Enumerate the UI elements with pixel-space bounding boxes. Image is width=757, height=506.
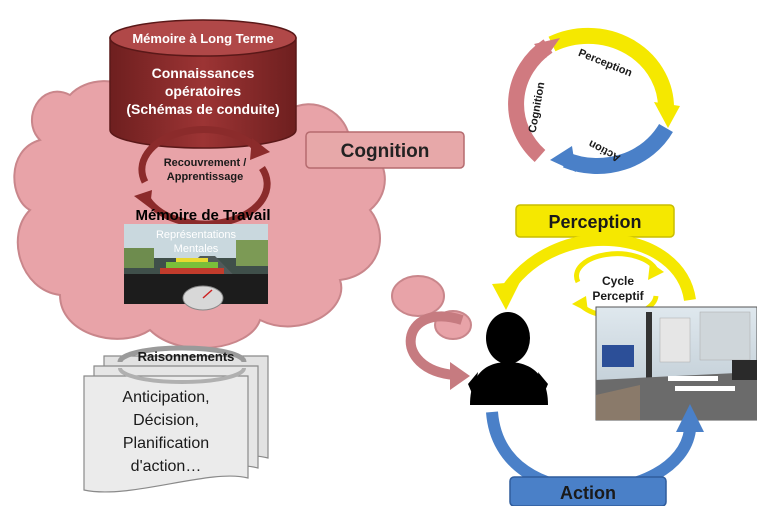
cognition-to-person-arrow	[405, 311, 470, 390]
cognition-label-box: Cognition	[305, 131, 465, 169]
perceptive-cycle-line2: Perceptif	[592, 289, 644, 303]
small-cycle-cognition-arrowhead	[534, 38, 560, 58]
long-term-memory-cylinder: Mémoire à Long Terme Connaissances opéra…	[109, 19, 297, 149]
small-cycle-perception-arrowhead	[654, 102, 680, 128]
recovery-loop: Recouvrement / Apprentissage	[134, 126, 271, 228]
reasoning-documents: Raisonnements Anticipation, Décision, Pl…	[83, 345, 269, 493]
perception-arc	[492, 233, 696, 310]
small-cycle-cognition-label: Cognition	[527, 81, 548, 134]
cognition-cloud	[13, 74, 472, 350]
reasoning-line2: Décision,	[133, 412, 199, 429]
person-silhouette	[468, 312, 548, 405]
reasoning-title: Raisonnements	[138, 349, 235, 364]
reasoning-line3: Planification	[123, 435, 209, 452]
working-memory-overlay-line1: Représentations	[156, 229, 237, 241]
action-label-box: Action	[509, 476, 667, 506]
reasoning-line1: Anticipation,	[122, 389, 209, 406]
recovery-arrowhead-top	[250, 138, 270, 160]
reasoning-line4: d'action…	[131, 458, 202, 475]
action-label: Action	[560, 483, 616, 503]
small-cycle-action-arrowhead	[550, 146, 576, 172]
cognition-label: Cognition	[341, 141, 430, 162]
small-cycle: Perception Action Cognition	[508, 27, 680, 174]
recovery-line1: Recouvrement /	[164, 157, 247, 169]
road-scene-image	[595, 306, 757, 421]
perception-label-box: Perception	[515, 204, 675, 238]
long-term-memory-line2: opératoires	[165, 83, 241, 99]
working-memory-image: Représentations Mentales	[124, 224, 268, 311]
recovery-arrowhead-bottom	[134, 190, 152, 208]
perception-label: Perception	[548, 212, 641, 232]
long-term-memory-line1: Connaissances	[152, 65, 255, 81]
thought-bubble-large	[391, 275, 445, 317]
perceptive-cycle-line1: Cycle	[602, 274, 634, 288]
working-memory-overlay-line2: Mentales	[174, 243, 219, 255]
long-term-memory-line3: (Schémas de conduite)	[126, 101, 279, 117]
working-memory-title: Mémoire de Travail	[135, 207, 270, 224]
recovery-line2: Apprentissage	[167, 171, 243, 183]
long-term-memory-title: Mémoire à Long Terme	[132, 31, 273, 46]
